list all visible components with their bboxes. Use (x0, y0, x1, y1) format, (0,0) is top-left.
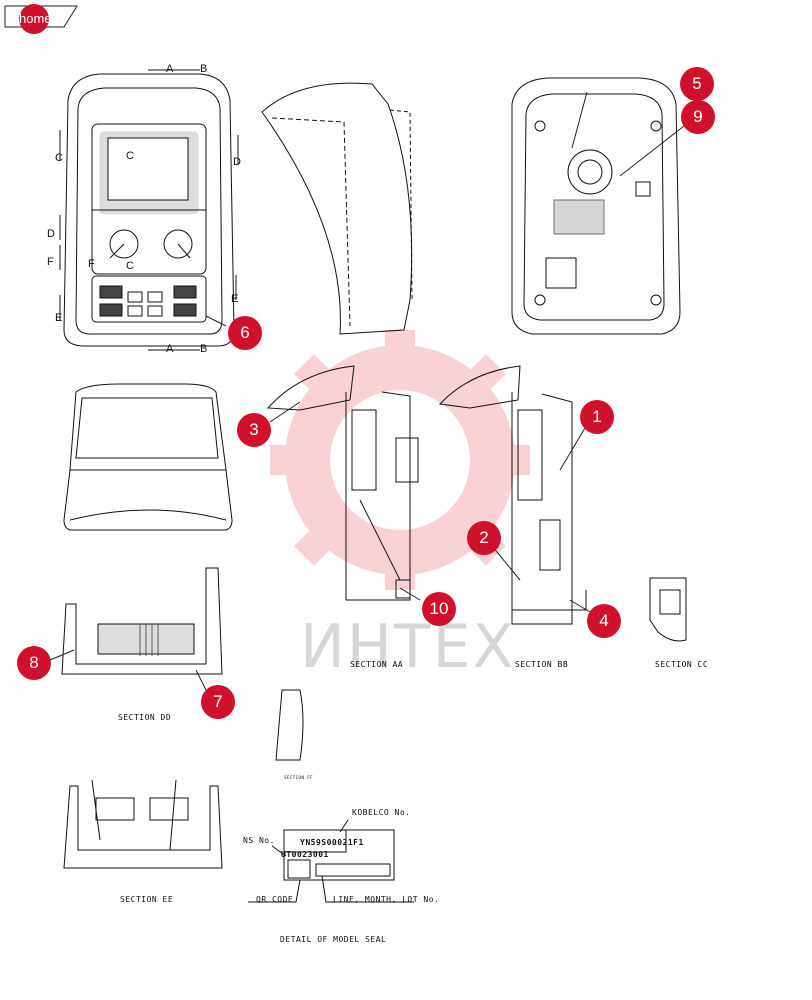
seal-part-number: YN59S00021F1 (300, 838, 364, 847)
view-letter-a-top: A (166, 63, 174, 75)
callout-4[interactable]: 4 (587, 604, 621, 638)
section-label-ff: SECTION FF (284, 775, 314, 780)
callout-6[interactable]: 6 (228, 316, 262, 350)
section-ff (275, 689, 304, 761)
callout-2[interactable]: 2 (467, 521, 501, 555)
section-label-ee: SECTION EE (120, 895, 174, 904)
section-label-aa: SECTION AA (350, 660, 404, 669)
model-seal (248, 819, 414, 903)
callout-10[interactable]: 10 (422, 592, 456, 626)
cover-view (63, 383, 233, 531)
front-view (59, 69, 239, 351)
watermark-text: ИНТЕХ (300, 612, 516, 682)
side-view (261, 82, 413, 335)
section-dd (61, 567, 223, 675)
section-label-cc: SECTION CC (655, 660, 709, 669)
view-letter-d-right: D (233, 156, 241, 168)
callout-5[interactable]: 5 (680, 67, 714, 101)
gauge-fuel-icon (163, 229, 193, 259)
view-letter-c-center: C (126, 150, 134, 162)
seal-ns-label: NS No. (243, 836, 275, 845)
seal-kobelco-label: KOBELCO No. (352, 808, 411, 817)
section-aa (266, 365, 419, 601)
view-letter-c-left: C (55, 152, 63, 164)
gauge-temp-icon (109, 229, 139, 259)
view-letter-b-bottom: B (200, 343, 208, 355)
home-button[interactable]: home (19, 4, 52, 34)
seal-line-month-lot-label: LINE, MONTH, LOT No. (333, 895, 440, 904)
view-letter-e-right: E (231, 293, 239, 305)
section-label-dd: SECTION DD (118, 713, 172, 722)
callout-3[interactable]: 3 (237, 413, 271, 447)
callout-7[interactable]: 7 (201, 685, 235, 719)
view-letter-f-left: F (47, 256, 54, 268)
callout-9[interactable]: 9 (681, 100, 715, 134)
seal-serial-number: UT0023001 (281, 850, 329, 859)
rear-view (511, 77, 681, 335)
seal-detail-title: DETAIL OF MODEL SEAL (280, 935, 387, 944)
section-cc (649, 577, 687, 642)
callout-1[interactable]: 1 (580, 400, 614, 434)
seal-qr-label: QR CODE (256, 895, 294, 904)
view-letter-d-left: D (47, 228, 55, 240)
leader-lines (49, 91, 685, 691)
section-ee (63, 779, 223, 869)
view-letter-a-bottom: A (166, 343, 174, 355)
callout-8[interactable]: 8 (17, 646, 51, 680)
view-letter-b-top: B (200, 63, 208, 75)
view-letter-e-left: E (55, 312, 63, 324)
section-bb (438, 365, 587, 625)
section-label-bb: SECTION BB (515, 660, 569, 669)
view-letter-f-inner: F (88, 258, 95, 270)
view-letter-c-lower: C (126, 260, 134, 272)
